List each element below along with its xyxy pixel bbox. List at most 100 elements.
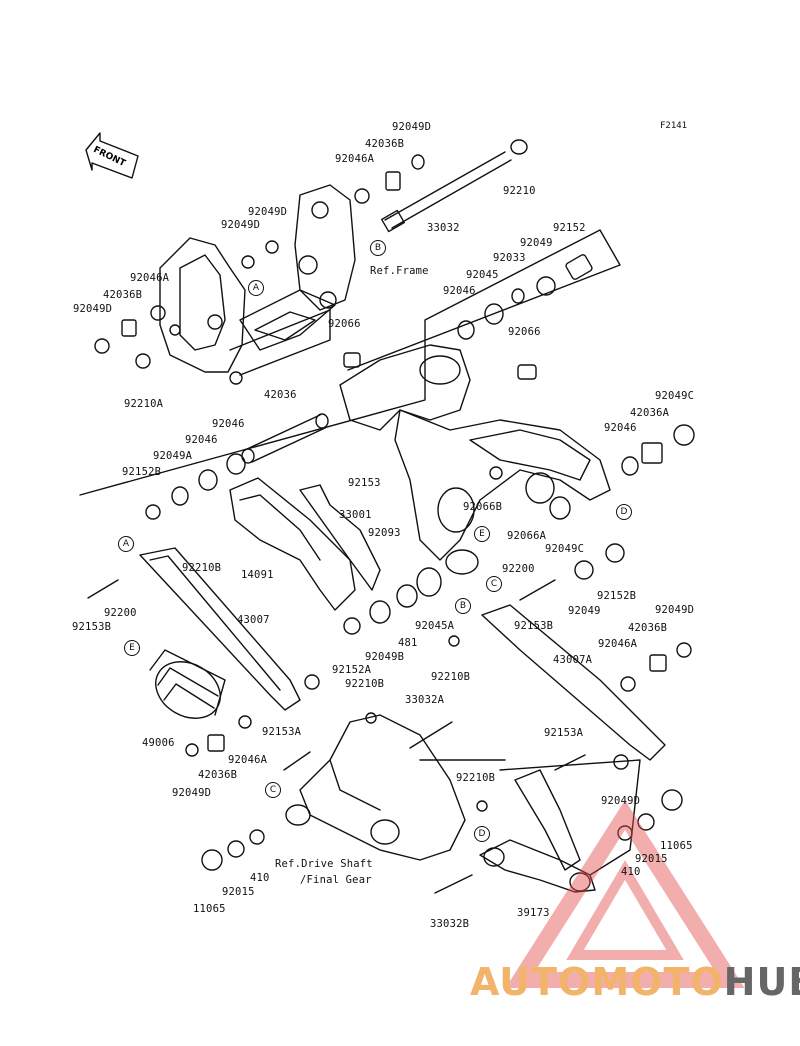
figure-code: F2141	[660, 121, 688, 131]
part-label: 92200	[104, 607, 137, 619]
part-label: 33032B	[430, 918, 470, 930]
part-label: 33032A	[405, 694, 445, 706]
part-label: 92210A	[124, 398, 164, 410]
part-label: 92049	[520, 237, 553, 249]
part-label: 92066B	[463, 501, 503, 513]
part-label: 92049D	[221, 219, 261, 231]
part-label: 410	[250, 872, 270, 884]
right-frame-bracket	[294, 184, 356, 311]
cross-link	[239, 289, 336, 351]
part-label: 92015	[635, 853, 668, 865]
part-label: 92153A	[262, 726, 302, 738]
left-frame-bracket	[159, 237, 246, 385]
part-label: 92049D	[248, 206, 288, 218]
callout-d: D	[474, 826, 490, 842]
part-label: 92049D	[655, 604, 695, 616]
part-label: 92046A	[130, 272, 170, 284]
boot-49006	[149, 649, 226, 719]
callout-c: C	[265, 782, 281, 798]
part-label: 92049A	[153, 450, 193, 462]
part-label: 92046	[443, 285, 476, 297]
shaft-33032	[381, 139, 528, 233]
watermark-part2: HUB	[723, 960, 800, 1004]
part-label: 33032	[427, 222, 460, 234]
part-label: 92049D	[392, 121, 432, 133]
part-label: 92152B	[122, 466, 162, 478]
part-label: 33001	[339, 509, 372, 521]
part-label: 92210B	[431, 671, 471, 683]
part-label: 42036B	[365, 138, 405, 150]
part-label: 92046A	[228, 754, 268, 766]
part-label: 410	[621, 866, 641, 878]
part-label: 43007A	[553, 654, 593, 666]
part-label: 92210B	[182, 562, 222, 574]
part-label: 11065	[193, 903, 226, 915]
part-label: 42036A	[630, 407, 670, 419]
swing-arm-33001	[339, 344, 611, 575]
part-label: 92152	[553, 222, 586, 234]
part-label: 92033	[493, 252, 526, 264]
part-label: 11065	[660, 840, 693, 852]
part-label: 42036B	[198, 769, 238, 781]
tie-rod-43007	[87, 547, 301, 711]
part-label: 92152A	[332, 664, 372, 676]
part-label: 42036B	[103, 289, 143, 301]
watermark-text: AUTOMOTOHUB	[470, 960, 800, 1004]
part-label: 92066	[508, 326, 541, 338]
part-label: 92045	[466, 269, 499, 281]
part-label: 481	[398, 637, 418, 649]
part-label: 92153A	[544, 727, 584, 739]
part-label: 92093	[368, 527, 401, 539]
watermark-part1: AUTOMOTO	[470, 960, 724, 1004]
part-label: 92153	[348, 477, 381, 489]
part-label: 92046A	[335, 153, 375, 165]
callout-a: A	[118, 536, 134, 552]
part-label: 92045A	[415, 620, 455, 632]
callout-e: E	[124, 640, 140, 656]
callout-b: B	[455, 598, 471, 614]
part-label: 92200	[502, 563, 535, 575]
part-label: 92049D	[601, 795, 641, 807]
part-label: 92066A	[507, 530, 547, 542]
pivot-shaft-42036	[241, 413, 329, 464]
part-label: 92046	[185, 434, 218, 446]
part-label: 92046	[604, 422, 637, 434]
part-label: 92049B	[365, 651, 405, 663]
link-39173	[434, 754, 596, 894]
callout-e: E	[474, 526, 490, 542]
part-label: 92046	[212, 418, 245, 430]
part-label: 92049D	[172, 787, 212, 799]
part-label: 92049C	[655, 390, 695, 402]
part-label: 92210	[503, 185, 536, 197]
callout-b: B	[370, 240, 386, 256]
ref-drive-shaft: Ref.Drive Shaft	[275, 858, 373, 870]
callout-c: C	[486, 576, 502, 592]
part-label: 92152B	[597, 590, 637, 602]
part-label: 42036B	[628, 622, 668, 634]
front-arrow-icon	[85, 132, 139, 179]
part-label: 92046A	[598, 638, 638, 650]
watermark-triangle	[505, 800, 745, 988]
ref-frame: Ref.Frame	[370, 265, 429, 277]
part-label: 92015	[222, 886, 255, 898]
bearings-and-washers	[94, 154, 695, 871]
part-label: 92049	[568, 605, 601, 617]
part-label: 49006	[142, 737, 175, 749]
callout-a: A	[248, 280, 264, 296]
part-label: 92049D	[73, 303, 113, 315]
cover-14091	[229, 477, 381, 611]
callout-d: D	[616, 504, 632, 520]
part-label: 42036	[264, 389, 297, 401]
part-label: 39173	[517, 907, 550, 919]
tie-rod-43007A	[481, 579, 666, 761]
part-label: 92153B	[72, 621, 112, 633]
part-label: 43007	[237, 614, 270, 626]
part-label: 92153B	[514, 620, 554, 632]
part-label: 92210B	[456, 772, 496, 784]
ref-final-gear: /Final Gear	[300, 874, 372, 886]
final-gear-housing	[283, 714, 466, 861]
part-label: 92066	[328, 318, 361, 330]
part-label: 14091	[241, 569, 274, 581]
part-label: 92210B	[345, 678, 385, 690]
